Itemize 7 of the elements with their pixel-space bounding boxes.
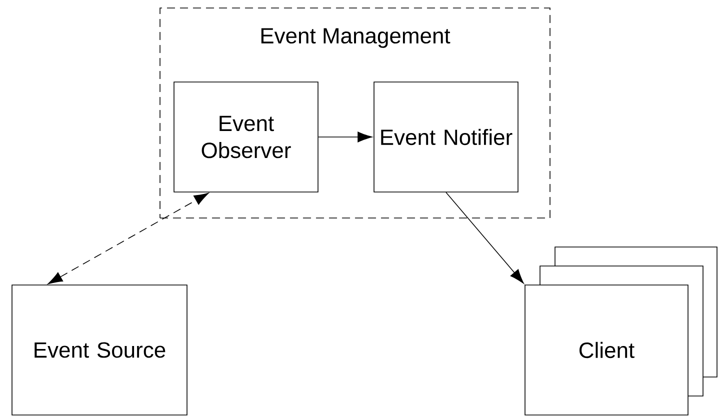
arrow [318, 132, 372, 142]
arrow [48, 192, 209, 284]
stacked-box: Client [524, 246, 718, 416]
process-box: Event Source [12, 284, 188, 416]
process-box: Event Observer [174, 82, 318, 192]
arrow [446, 192, 524, 284]
process-box: Event Notifier [374, 82, 518, 192]
